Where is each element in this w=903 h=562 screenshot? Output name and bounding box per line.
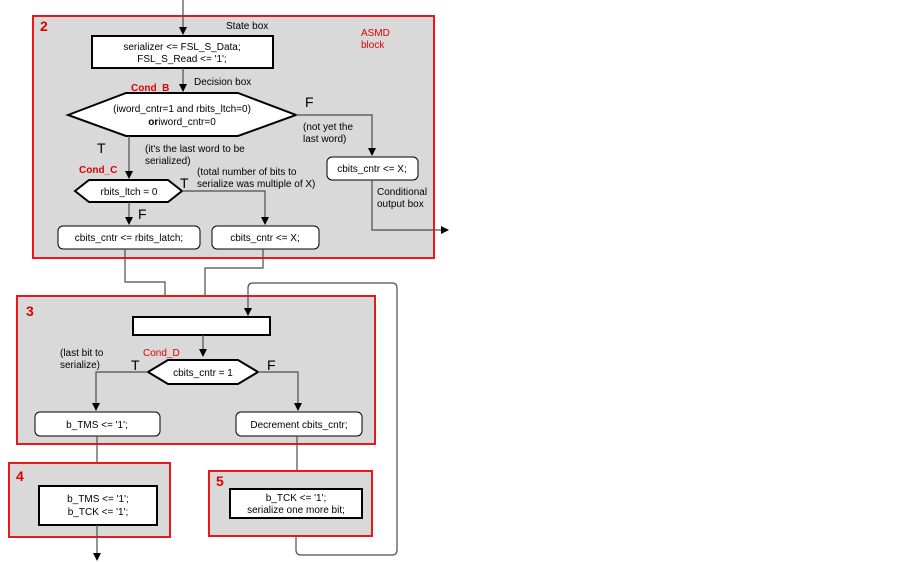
last-word-line-1: (it's the last word to be	[145, 144, 245, 155]
total-line-2: serialize was multiple of X)	[197, 179, 315, 190]
cond-c-false: F	[138, 206, 147, 222]
cond-output-box-left	[57, 225, 201, 250]
loop-back-arrow	[244, 282, 398, 556]
block-5-number: 5	[216, 473, 224, 489]
cond-b-false-arrow	[296, 114, 376, 156]
block-4-line-1: b_TMS <= '1';	[67, 494, 129, 505]
block-4-number: 4	[16, 468, 24, 484]
decision-b-rest: iword_cntr=0	[158, 117, 216, 128]
cond-output-box-mid-text: cbits_cntr <= X;	[230, 233, 299, 244]
cond-output-decrement	[235, 411, 363, 437]
decision-d-text: cbits_cntr = 1	[173, 368, 233, 379]
block-2-number: 2	[40, 18, 48, 34]
cond-d-false: F	[267, 357, 276, 373]
decision-b-line-2: oriword_cntr=0	[148, 117, 216, 128]
cond-output-box-left-text: cbits_cntr <= rbits_latch;	[75, 233, 183, 244]
state-box	[91, 35, 274, 69]
cond-b-label: Cond_B	[131, 83, 169, 94]
block-4-line-2: b_TCK <= '1';	[68, 507, 129, 518]
asmd-label-line1: ASMD	[361, 28, 390, 39]
cond-c-label: Cond_C	[79, 165, 117, 176]
decision-b-line-1: (iword_cntr=1 and rbits_ltch=0)	[113, 104, 251, 115]
connector-mid-to-block3	[201, 249, 264, 316]
cond-c-true-arrow	[182, 190, 269, 225]
cond-output-box-mid	[211, 225, 320, 250]
decision-c-text: rbits_ltch = 0	[101, 187, 158, 198]
last-bit-line-2: serialize)	[60, 360, 100, 371]
block-5-line-2: serialize one more bit;	[247, 505, 345, 516]
cond-output-box-right-text: cbits_cntr <= X;	[337, 164, 406, 175]
state-box-empty	[132, 316, 271, 336]
cond-d-label: Cond_D	[143, 348, 180, 359]
state-box-4	[38, 485, 158, 526]
asmd-label-line2: block	[361, 40, 385, 51]
cond-output-exit-arrow	[371, 180, 449, 234]
not-yet-line-2: last word)	[303, 134, 346, 145]
cond-d-false-arrow	[258, 371, 302, 411]
cond-b-false: F	[305, 94, 314, 110]
state-box-label: State box	[226, 21, 268, 32]
last-bit-line-1: (last bit to	[60, 348, 104, 359]
cond-b-true: T	[97, 140, 106, 156]
decision-b-or: or	[148, 117, 158, 128]
state-line-1: serializer <= FSL_S_Data;	[123, 42, 240, 53]
decision-box-label: Decision box	[194, 77, 251, 88]
cond-d-true-arrow	[92, 371, 148, 411]
state-box-5	[229, 488, 363, 519]
cond-c-true: T	[180, 175, 189, 191]
block-3-number: 3	[26, 303, 34, 319]
last-word-line-2: serialized)	[145, 156, 191, 167]
total-line-1: (total number of bits to	[197, 167, 297, 178]
cond-output-label-1: Conditional	[377, 187, 427, 198]
block-5-line-1: b_TCK <= '1';	[266, 493, 327, 504]
cond-d-true: T	[131, 357, 140, 373]
state-line-2: FSL_S_Read <= '1';	[137, 54, 226, 65]
cond-output-b-tms-text: b_TMS <= '1';	[66, 420, 128, 431]
cond-output-label-2: output box	[377, 199, 424, 210]
not-yet-line-1: (not yet the	[303, 122, 353, 133]
cond-output-decrement-text: Decrement cbits_cntr;	[250, 420, 347, 431]
